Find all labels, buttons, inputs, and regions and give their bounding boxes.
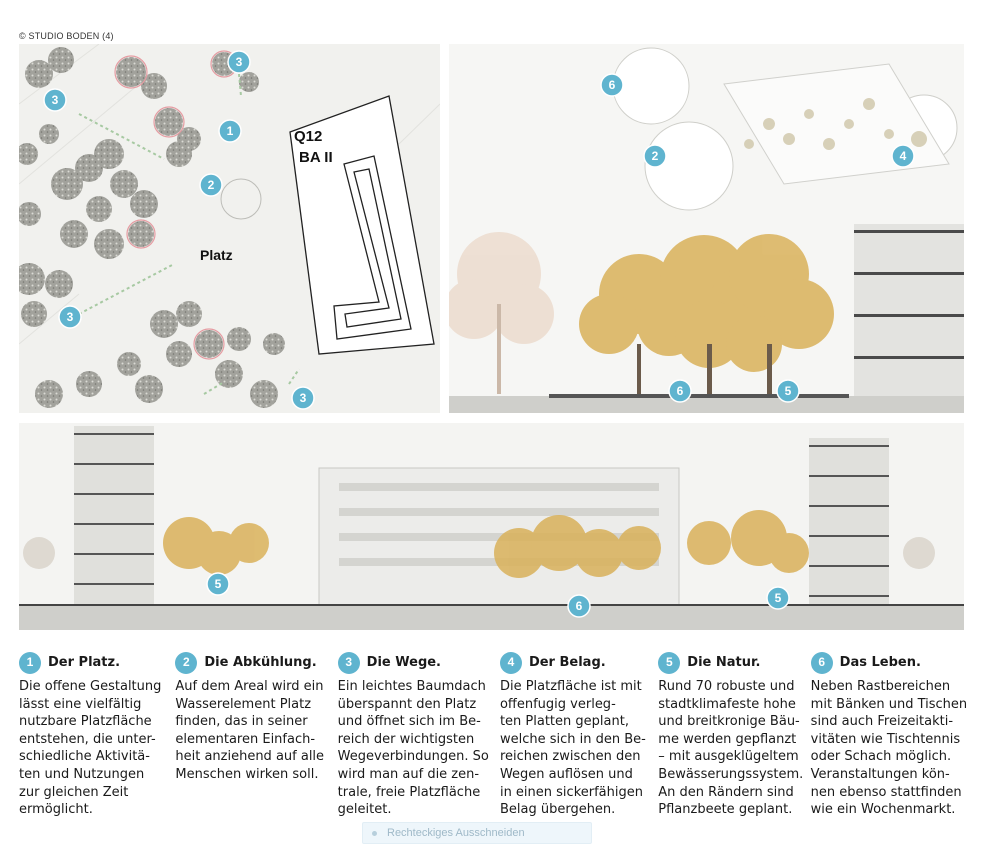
marker-5-elevation: 5 xyxy=(776,379,800,403)
svg-text:2: 2 xyxy=(652,149,659,163)
marker-3-lower-left: 3 xyxy=(58,305,82,329)
legend-title: Das Leben. xyxy=(839,655,921,671)
marker-3-left: 3 xyxy=(43,88,67,112)
legend-body: Die Platzfläche ist mit offenfugig verle… xyxy=(499,679,646,818)
marker-3-top: 3 xyxy=(227,50,251,74)
tooltip-label: Rechteckiges Ausschneiden xyxy=(387,827,525,839)
building-outline xyxy=(289,95,435,355)
building-label-q12: Q12 xyxy=(294,128,322,145)
square-label: Platz xyxy=(200,247,233,263)
svg-text:3: 3 xyxy=(236,55,243,69)
snip-tooltip[interactable]: Rechteckiges Ausschneiden xyxy=(362,822,592,844)
svg-text:4: 4 xyxy=(900,149,907,163)
number-badge: 3 xyxy=(337,652,360,674)
number-badge: 2 xyxy=(175,652,198,674)
building-right xyxy=(809,438,889,628)
legend-title: Die Abkühlung. xyxy=(204,655,317,671)
legend-title: Der Belag. xyxy=(528,655,606,671)
building-left xyxy=(74,426,154,626)
svg-text:6: 6 xyxy=(677,384,684,398)
legend-body: Ein leichtes Baumdach überspannt den Pla… xyxy=(337,679,489,818)
marker-6-center: 6 xyxy=(567,594,591,618)
svg-text:5: 5 xyxy=(785,384,792,398)
legend-column-2: 2 Die Abkühlung. Auf dem Areal wird ein W… xyxy=(175,652,337,819)
number-badge: 4 xyxy=(499,652,522,674)
legend-body: Neben Rastbereichen mit Bänken und Tisch… xyxy=(810,679,968,818)
legend-title: Die Wege. xyxy=(366,655,441,671)
building-facade xyxy=(854,224,964,413)
svg-text:6: 6 xyxy=(576,599,583,613)
marker-1: 1 xyxy=(218,119,242,143)
legend-column-5: 5 Die Natur. Rund 70 robuste und stadtkli… xyxy=(658,652,810,819)
section-image: 5 6 5 xyxy=(19,423,964,630)
legend-column-4: 4 Der Belag. Die Platzfläche ist mit offe… xyxy=(499,652,658,819)
marker-2: 2 xyxy=(199,173,223,197)
tree-canopy-group xyxy=(19,47,285,408)
svg-text:5: 5 xyxy=(775,591,782,605)
building-label-ba: BA II xyxy=(299,149,333,166)
svg-text:6: 6 xyxy=(609,78,616,92)
svg-text:3: 3 xyxy=(67,310,74,324)
legend-title: Die Natur. xyxy=(687,655,761,671)
legend-title: Der Platz. xyxy=(48,655,121,671)
tree-canopy-section xyxy=(163,510,809,578)
elevation-image: 6 2 4 6 5 xyxy=(449,44,964,413)
marker-5-left: 5 xyxy=(206,572,230,596)
legend-column-1: 1 Der Platz. Die offene Gestaltung lässt … xyxy=(19,652,175,819)
marker-6-elevation: 6 xyxy=(668,379,692,403)
marker-2-detail: 2 xyxy=(643,144,667,168)
legend-body: Auf dem Areal wird ein Wasserelement Pla… xyxy=(175,679,325,782)
number-badge: 1 xyxy=(19,652,41,674)
image-credit: © STUDIO BODEN (4) xyxy=(19,31,114,41)
legend-column-3: 3 Die Wege. Ein leichtes Baumdach überspa… xyxy=(337,652,500,819)
marker-3-bottom: 3 xyxy=(291,386,315,410)
tooltip-dot-icon xyxy=(372,830,377,836)
marker-5-right: 5 xyxy=(766,586,790,610)
marker-6-detail: 6 xyxy=(600,73,624,97)
svg-text:5: 5 xyxy=(215,577,222,591)
legend-body: Rund 70 robuste und stadtklimafeste hohe… xyxy=(658,679,804,818)
legend-columns: 1 Der Platz. Die offene Gestaltung lässt … xyxy=(19,652,969,819)
svg-text:3: 3 xyxy=(300,391,307,405)
marker-4-detail: 4 xyxy=(891,144,915,168)
number-badge: 5 xyxy=(658,652,681,674)
svg-text:3: 3 xyxy=(52,93,59,107)
number-badge: 6 xyxy=(810,652,833,674)
tree-canopy-gold xyxy=(579,234,834,372)
site-plan-image: Q12 BA II Platz 3 3 1 2 3 3 xyxy=(19,44,440,413)
svg-text:2: 2 xyxy=(208,178,215,192)
svg-text:1: 1 xyxy=(227,124,234,138)
legend-body: Die offene Gestaltung lässt eine vielfäl… xyxy=(19,679,162,818)
legend-column-6: 6 Das Leben. Neben Rastbereichen mit Bänk… xyxy=(810,652,969,819)
